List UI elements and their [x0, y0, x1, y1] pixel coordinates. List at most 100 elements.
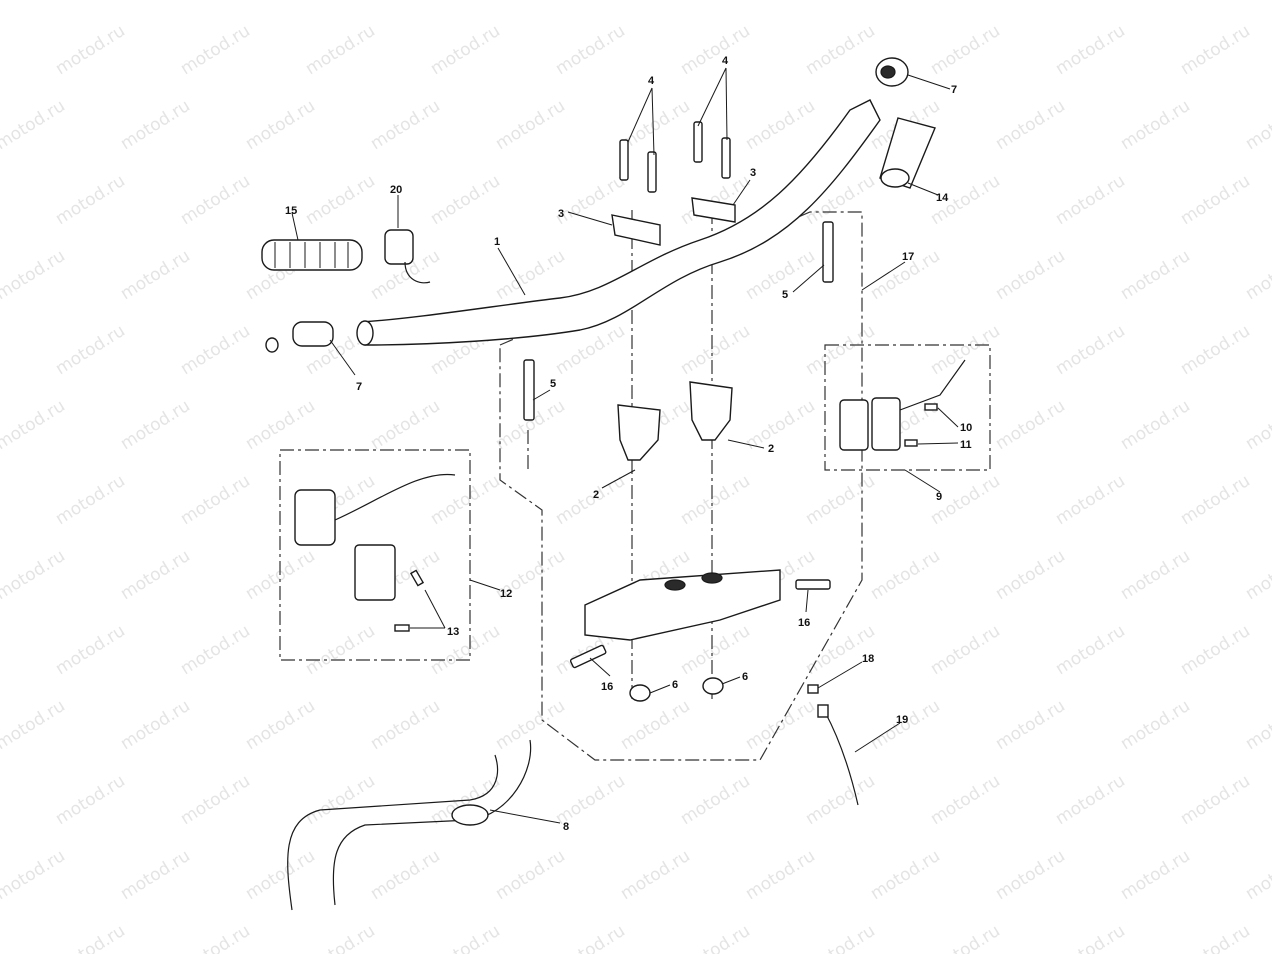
watermark-text: motod.ru	[1177, 471, 1254, 529]
callout-3a: 3	[558, 208, 564, 220]
watermark-text: motod.ru	[367, 696, 444, 754]
callout-18: 18	[862, 653, 874, 665]
watermark-text: motod.ru	[867, 846, 944, 904]
watermark-text: motod.ru	[1052, 321, 1129, 379]
watermark-text: motod.ru	[52, 171, 129, 229]
watermark-text: motod.ru	[492, 846, 569, 904]
callout-14: 14	[936, 192, 949, 204]
watermark-text: motod.ru	[0, 21, 4, 79]
callout-4b: 4	[722, 55, 729, 67]
watermark-text: motod.ru	[117, 396, 194, 454]
watermark-text: motod.ru	[367, 0, 444, 4]
watermark-text: motod.ru	[992, 696, 1069, 754]
watermark-text: motod.ru	[0, 696, 69, 754]
right-grip	[879, 117, 936, 189]
watermark-text: motod.ru	[302, 921, 379, 954]
watermark-text: motod.ru	[927, 621, 1004, 679]
risers	[617, 381, 733, 461]
watermark-text: motod.ru	[427, 921, 504, 954]
callout-2a: 2	[768, 443, 774, 455]
watermark-text: motod.ru	[802, 471, 879, 529]
watermark-text: motod.ru	[1177, 621, 1254, 679]
watermark-text: motod.ru	[52, 621, 129, 679]
callout-10: 10	[960, 422, 972, 434]
callout-2b: 2	[593, 489, 599, 501]
watermark-text: motod.ru	[0, 546, 69, 604]
watermark-text: motod.ru	[0, 96, 69, 154]
handlebar	[356, 99, 881, 346]
watermark-text: motod.ru	[117, 696, 194, 754]
watermark-text: motod.ru	[617, 846, 694, 904]
watermark-text: motod.ru	[867, 546, 944, 604]
watermark-text: motod.ru	[117, 0, 194, 4]
top-yoke	[584, 569, 781, 641]
watermark-text: motod.ru	[427, 171, 504, 229]
watermark-text: motod.ru	[1242, 246, 1272, 304]
watermark-text: motod.ru	[927, 921, 1004, 954]
watermark-text: motod.ru	[992, 0, 1069, 4]
watermark-text: motod.ru	[0, 246, 69, 304]
watermark-text: motod.ru	[677, 921, 754, 954]
watermark-text: motod.ru	[1052, 471, 1129, 529]
long-bolts	[523, 221, 834, 421]
watermark-text: motod.ru	[1242, 696, 1272, 754]
watermark-text: motod.ru	[1177, 921, 1254, 954]
watermark-text: motod.ru	[1177, 21, 1254, 79]
watermark-text: motod.ru	[1052, 921, 1129, 954]
watermark-text: motod.ru	[302, 771, 379, 829]
assembly-outline-17	[499, 211, 863, 761]
watermark-text: motod.ru	[0, 396, 69, 454]
watermark-text: motod.ru	[617, 0, 694, 4]
watermark-text: motod.ru	[992, 246, 1069, 304]
watermark-text: motod.ru	[742, 696, 819, 754]
watermark-text: motod.ru	[992, 846, 1069, 904]
watermark-text: motod.ru	[0, 621, 4, 679]
watermark-text: motod.ru	[0, 771, 4, 829]
yoke-nuts	[629, 677, 724, 702]
watermark-text: motod.ru	[177, 621, 254, 679]
watermark-text: motod.ru	[1242, 0, 1272, 4]
watermark-text: motod.ru	[52, 471, 129, 529]
left-switch-cluster	[294, 473, 456, 632]
watermark-text: motod.ru	[367, 396, 444, 454]
callout-5b: 5	[782, 289, 788, 301]
callout-1: 1	[494, 236, 500, 248]
watermark-text: motod.ru	[742, 0, 819, 4]
callout-16b: 16	[798, 617, 810, 629]
callout-6b: 6	[742, 671, 748, 683]
callout-8: 8	[563, 821, 569, 833]
watermark-text: motod.ru	[992, 546, 1069, 604]
callout-3b: 3	[750, 167, 756, 179]
watermark-text: motod.ru	[552, 21, 629, 79]
watermark-text: motod.ru	[927, 21, 1004, 79]
leader-lines	[291, 67, 959, 824]
callout-20: 20	[390, 184, 402, 196]
watermark-text: motod.ru	[492, 96, 569, 154]
callout-13: 13	[447, 626, 459, 638]
callout-12: 12	[500, 588, 512, 600]
watermark-text: motod.ru	[0, 921, 4, 954]
callout-labels: 1 2 2 3 3 4 4 5 5 6 6 7 7 8 9 10 11 12 1…	[285, 55, 972, 833]
assembly-outline-9	[824, 344, 991, 471]
watermark-text: motod.ru	[177, 921, 254, 954]
watermark-text: motod.ru	[802, 771, 879, 829]
watermark-text: motod.ru	[1117, 396, 1194, 454]
watermark-text: motod.ru	[1052, 621, 1129, 679]
watermark-text: motod.ru	[1117, 96, 1194, 154]
watermark-text: motod.ru	[117, 846, 194, 904]
watermark-text: motod.ru	[927, 771, 1004, 829]
watermark-text: motod.ru	[52, 321, 129, 379]
bar-end-weights	[265, 57, 909, 353]
watermark-text: motod.ru	[1177, 771, 1254, 829]
watermark-text: motod.ru	[742, 846, 819, 904]
watermark-text: motod.ru	[992, 396, 1069, 454]
callout-15: 15	[285, 205, 297, 217]
watermark-text: motod.ru	[302, 171, 379, 229]
watermark-text: motod.ru	[1242, 846, 1272, 904]
watermark-text: motod.ru	[552, 921, 629, 954]
watermark-text: motod.ru	[1117, 546, 1194, 604]
callout-11: 11	[960, 439, 972, 451]
watermark-text: motod.ru	[742, 246, 819, 304]
watermark-text: motod.ru	[177, 21, 254, 79]
